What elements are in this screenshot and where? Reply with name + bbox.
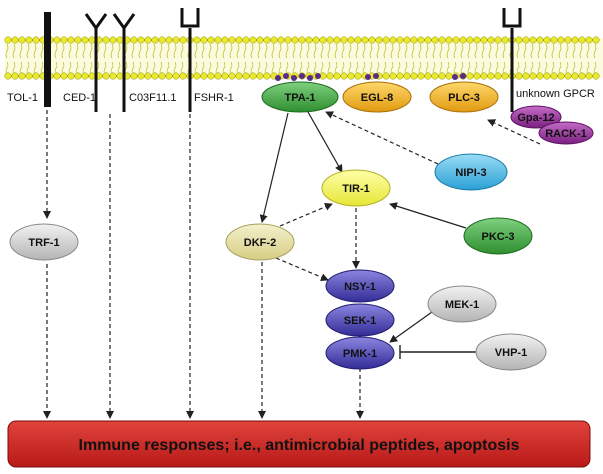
svg-text:RACK-1: RACK-1 bbox=[545, 128, 587, 140]
node-tir1: TIR-1 bbox=[321, 169, 391, 207]
svg-text:EGL-8: EGL-8 bbox=[361, 92, 393, 104]
receptor-tol1 bbox=[44, 12, 51, 107]
node-rack1: RACK-1 bbox=[538, 121, 594, 145]
node-nsy1: NSY-1 bbox=[325, 269, 395, 303]
node-pmk1: PMK-1 bbox=[325, 336, 395, 370]
svg-text:PMK-1: PMK-1 bbox=[343, 348, 377, 360]
inhibition-edge bbox=[399, 345, 476, 359]
svg-text:SEK-1: SEK-1 bbox=[344, 315, 376, 327]
node-dkf2: DKF-2 bbox=[225, 223, 295, 261]
label-gpcr: unknown GPCR bbox=[516, 88, 595, 100]
node-nipi3: NIPI-3 bbox=[434, 153, 508, 191]
node-vhp1: VHP-1 bbox=[475, 333, 547, 371]
banner-text: Immune responses; i.e., antimicrobial pe… bbox=[79, 437, 520, 454]
node-pkc3: PKC-3 bbox=[463, 217, 533, 255]
receptor-c03f11 bbox=[112, 13, 136, 112]
node-trf1: TRF-1 bbox=[9, 223, 79, 261]
receptor-fshr1 bbox=[180, 8, 200, 112]
svg-text:NIPI-3: NIPI-3 bbox=[455, 167, 486, 179]
svg-text:TPA-1: TPA-1 bbox=[285, 92, 316, 104]
label-tol1: TOL-1 bbox=[7, 92, 38, 104]
cell-membrane bbox=[4, 36, 603, 80]
svg-text:TIR-1: TIR-1 bbox=[342, 183, 370, 195]
immune-response-banner: Immune responses; i.e., antimicrobial pe… bbox=[7, 420, 591, 468]
node-gpa12: Gpa-12 bbox=[510, 105, 562, 129]
node-tpa1: TPA-1 bbox=[261, 81, 339, 113]
svg-text:NSY-1: NSY-1 bbox=[344, 281, 376, 293]
svg-text:PLC-3: PLC-3 bbox=[448, 92, 480, 104]
svg-text:DKF-2: DKF-2 bbox=[244, 237, 276, 249]
node-plc3: PLC-3 bbox=[429, 81, 499, 113]
svg-text:TRF-1: TRF-1 bbox=[28, 237, 59, 249]
membrane-anchors bbox=[275, 73, 466, 81]
edges bbox=[43, 110, 541, 419]
svg-text:PKC-3: PKC-3 bbox=[481, 231, 514, 243]
svg-text:Gpa-12: Gpa-12 bbox=[517, 112, 554, 124]
receptor-gpcr bbox=[502, 8, 522, 112]
receptor-ced1 bbox=[84, 13, 108, 112]
node-egl8: EGL-8 bbox=[342, 81, 412, 113]
label-fshr1: FSHR-1 bbox=[194, 92, 234, 104]
node-sek1: SEK-1 bbox=[325, 303, 395, 337]
label-c03f11: C03F11.1 bbox=[129, 92, 177, 104]
label-ced1: CED-1 bbox=[63, 92, 96, 104]
svg-text:VHP-1: VHP-1 bbox=[495, 347, 527, 359]
node-mek1: MEK-1 bbox=[427, 285, 497, 323]
svg-text:MEK-1: MEK-1 bbox=[445, 299, 479, 311]
